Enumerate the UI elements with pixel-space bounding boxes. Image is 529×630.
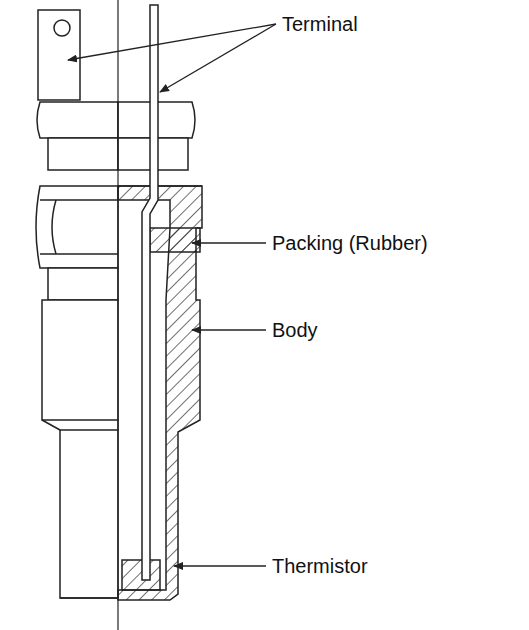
part-label: Body (270, 319, 320, 341)
probe-body (60, 430, 118, 598)
part-label: Terminal (280, 13, 360, 35)
part-label: Thermistor (270, 555, 370, 577)
terminal-blade (38, 10, 80, 100)
sensor-outline (36, 5, 202, 600)
leader-lines (68, 24, 276, 566)
terminal-strip (142, 5, 158, 580)
thermistor (122, 560, 160, 590)
center-line (117, 0, 118, 630)
thread-body (42, 300, 118, 420)
collar-neck (48, 138, 118, 170)
packing (150, 228, 200, 252)
terminal-hole (54, 20, 70, 36)
body-section (118, 186, 202, 600)
collar (37, 102, 118, 138)
part-label: Packing (Rubber) (270, 232, 430, 254)
hex-nut (36, 186, 118, 268)
